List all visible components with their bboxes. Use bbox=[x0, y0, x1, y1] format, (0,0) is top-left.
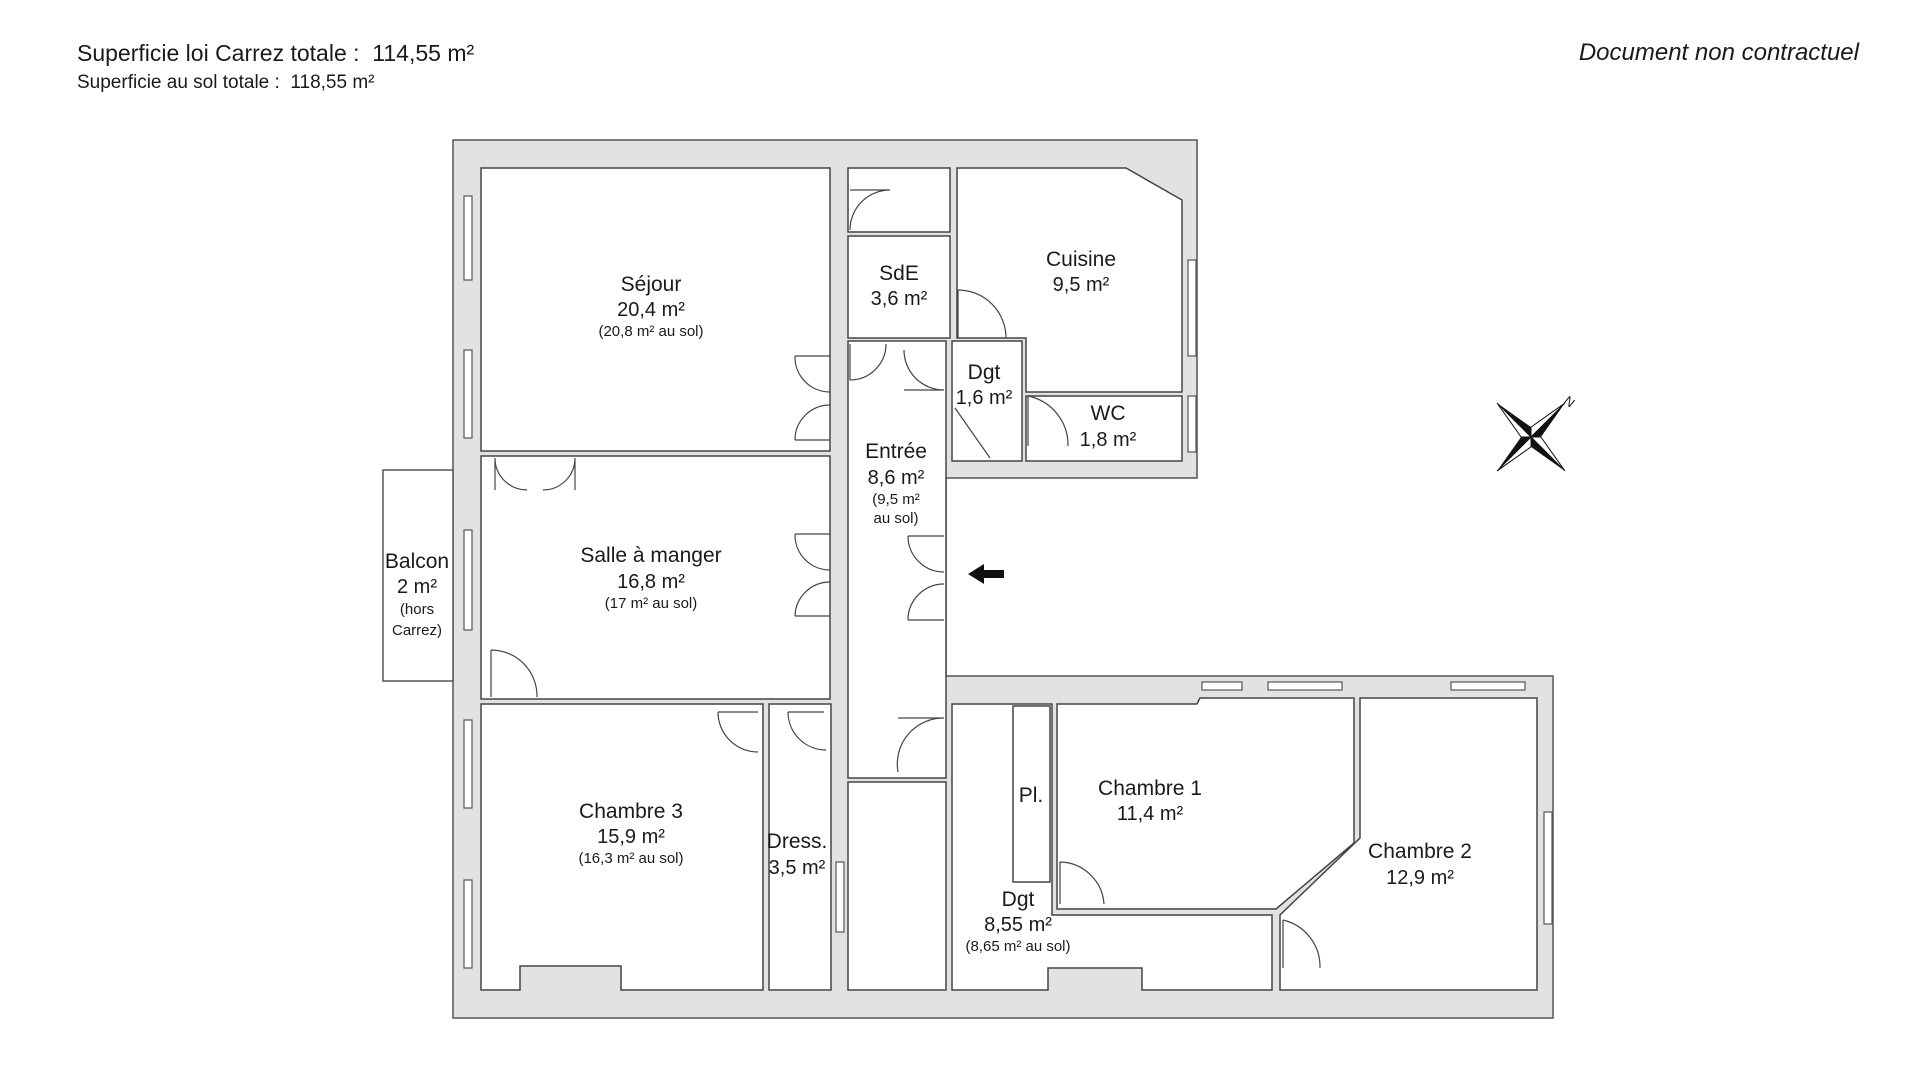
room-chambre-2 bbox=[1279, 697, 1538, 991]
label-placard: Pl. bbox=[1019, 784, 1044, 807]
room-wc bbox=[1025, 395, 1183, 462]
label-salle-name: Salle à manger bbox=[580, 544, 721, 567]
label-cuisine-name: Cuisine bbox=[1046, 248, 1116, 271]
room-salle-a-manger bbox=[480, 455, 831, 700]
carrez-label: Superficie loi Carrez totale : bbox=[77, 40, 360, 66]
windows bbox=[463, 195, 1553, 969]
room-chambre-3 bbox=[480, 703, 764, 991]
label-balcon-note2: Carrez) bbox=[392, 622, 442, 639]
label-sejour-name: Séjour bbox=[621, 273, 682, 296]
label-chambre1-name: Chambre 1 bbox=[1098, 777, 1202, 800]
label-chambre3-area: 15,9 m² bbox=[597, 826, 665, 848]
label-cuisine-area: 9,5 m² bbox=[1053, 274, 1110, 296]
label-dgt2-area: 8,55 m² bbox=[984, 914, 1052, 936]
label-chambre1-area: 11,4 m² bbox=[1117, 803, 1184, 825]
label-chambre2-area: 12,9 m² bbox=[1386, 867, 1454, 889]
label-sde-name: SdE bbox=[879, 262, 919, 285]
label-dgt2-note: (8,65 m² au sol) bbox=[965, 938, 1070, 955]
entrance-arrow-icon bbox=[968, 564, 1004, 584]
floor-label: Superficie au sol totale : bbox=[77, 72, 280, 93]
label-dress-name: Dress. bbox=[767, 830, 828, 853]
disclaimer: Document non contractuel bbox=[1578, 39, 1859, 66]
room-entree bbox=[847, 340, 947, 779]
compass-north-label: N bbox=[1561, 393, 1578, 411]
label-salle-note: (17 m² au sol) bbox=[605, 595, 698, 612]
compass-icon bbox=[1496, 402, 1566, 472]
balcony bbox=[382, 469, 454, 682]
room-placard-entree bbox=[847, 167, 951, 233]
label-balcon-area: 2 m² bbox=[397, 576, 437, 598]
room-rangement bbox=[847, 781, 947, 991]
label-balcon-note1: (hors bbox=[400, 601, 434, 618]
label-dress-area: 3,5 m² bbox=[769, 857, 826, 879]
label-dgt1-name: Dgt bbox=[968, 361, 1001, 384]
floor-total: Superficie au sol totale : 118,55 m² bbox=[77, 70, 474, 96]
label-chambre3-note: (16,3 m² au sol) bbox=[578, 850, 683, 867]
label-chambre2-name: Chambre 2 bbox=[1368, 840, 1472, 863]
label-balcon-name: Balcon bbox=[385, 550, 449, 573]
floor-value: 118,55 m² bbox=[290, 72, 375, 93]
doors bbox=[490, 189, 1321, 969]
carrez-total: Superficie loi Carrez totale : 114,55 m² bbox=[77, 38, 474, 68]
label-chambre3-name: Chambre 3 bbox=[579, 800, 683, 823]
room-dgt-1 bbox=[951, 340, 1023, 462]
label-sde-area: 3,6 m² bbox=[871, 288, 928, 310]
label-entree-note1: (9,5 m² bbox=[872, 491, 920, 508]
label-dgt1-area: 1,6 m² bbox=[956, 387, 1013, 409]
label-sejour-note: (20,8 m² au sol) bbox=[598, 323, 703, 340]
surface-summary: Superficie loi Carrez totale : 114,55 m²… bbox=[77, 38, 474, 96]
room-dressing bbox=[768, 703, 832, 991]
room-chambre-1 bbox=[1056, 697, 1355, 910]
room-sde bbox=[847, 235, 951, 339]
label-dgt2-name: Dgt bbox=[1002, 888, 1035, 911]
label-wc-area: 1,8 m² bbox=[1080, 429, 1137, 451]
label-sejour-area: 20,4 m² bbox=[617, 299, 685, 321]
label-salle-area: 16,8 m² bbox=[617, 571, 685, 593]
label-wc-name: WC bbox=[1091, 402, 1126, 425]
carrez-value: 114,55 m² bbox=[372, 40, 475, 66]
label-entree-note2: au sol) bbox=[873, 510, 918, 527]
label-entree-area: 8,6 m² bbox=[868, 467, 925, 489]
room-cuisine bbox=[956, 167, 1183, 393]
room-sejour bbox=[480, 167, 831, 452]
placard-dgt bbox=[1012, 705, 1051, 883]
label-entree-name: Entrée bbox=[865, 440, 927, 463]
